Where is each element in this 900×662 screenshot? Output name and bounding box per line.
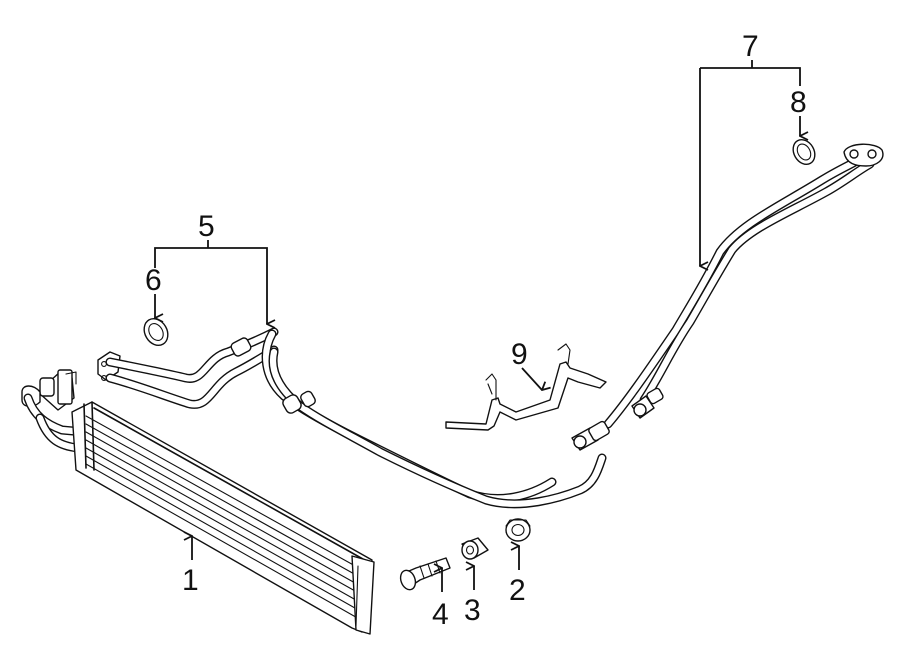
callout-8: 8	[790, 86, 807, 119]
callout-1: 1	[182, 564, 199, 597]
rubber-grommet[interactable]	[505, 518, 531, 542]
leader-lines	[155, 60, 800, 592]
line-bracket[interactable]	[445, 343, 607, 431]
callout-7: 7	[742, 30, 759, 63]
seal-ring-8[interactable]	[789, 136, 819, 169]
grommet-bushing[interactable]	[461, 537, 489, 560]
callout-4: 4	[432, 598, 449, 631]
cooler-fittings	[21, 369, 89, 453]
callout-3: 3	[464, 594, 481, 627]
callout-6: 6	[145, 264, 162, 297]
callout-labels: 1 2 3 4 5 6 7 8 9	[145, 30, 807, 631]
upper-oil-line[interactable]	[571, 143, 884, 451]
callout-9: 9	[511, 338, 528, 371]
callout-5: 5	[198, 210, 215, 243]
cooler-fins	[85, 407, 371, 621]
oil-cooler[interactable]	[21, 369, 375, 635]
callout-2: 2	[509, 574, 526, 607]
lower-oil-line[interactable]	[97, 327, 607, 509]
seal-ring-6[interactable]	[139, 314, 172, 349]
